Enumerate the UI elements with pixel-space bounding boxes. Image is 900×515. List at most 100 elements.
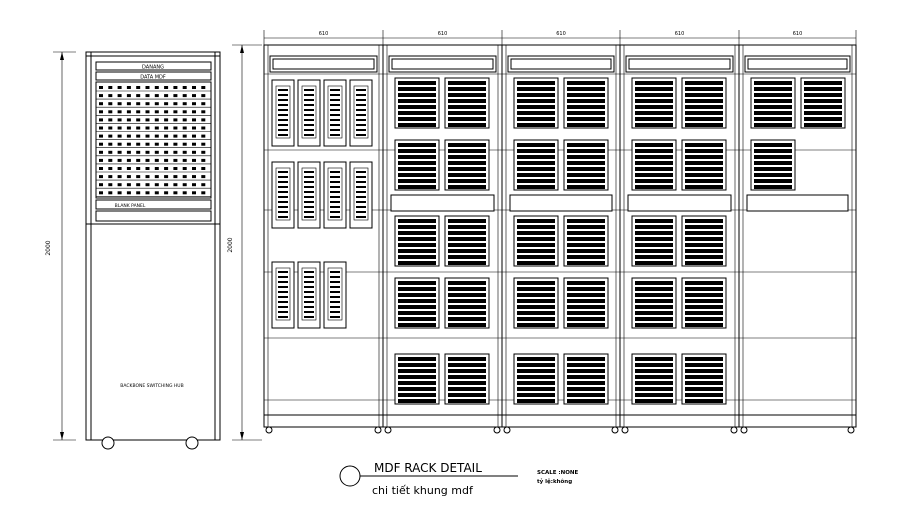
patch-port xyxy=(192,134,196,138)
patch-port xyxy=(108,126,113,130)
switch-module-face xyxy=(301,267,317,321)
device-slot xyxy=(567,143,605,147)
device-slot xyxy=(635,363,673,367)
patch-port xyxy=(192,102,196,106)
device-slot xyxy=(567,155,605,159)
device-slot xyxy=(398,185,436,189)
device-slot xyxy=(398,81,436,85)
switch-module-face xyxy=(275,85,291,139)
device-slot xyxy=(398,105,436,109)
device-slot xyxy=(398,299,436,303)
patch-port xyxy=(126,175,131,179)
patch-port xyxy=(117,126,122,130)
patch-port xyxy=(154,94,159,98)
device-slot xyxy=(685,281,723,285)
module-port xyxy=(356,99,366,101)
device-slot xyxy=(567,375,605,379)
module-port xyxy=(330,271,340,273)
module-port xyxy=(330,281,340,283)
device-slot xyxy=(517,381,555,385)
patch-port xyxy=(164,183,169,187)
module-port xyxy=(304,186,314,188)
device-slot xyxy=(517,393,555,397)
patch-port xyxy=(201,167,206,170)
device-slot xyxy=(398,179,436,183)
scale-label: SCALE :NONE xyxy=(537,470,579,476)
device-slot xyxy=(635,249,673,253)
device-slot xyxy=(685,173,723,177)
patch-port xyxy=(136,183,141,187)
patch-port xyxy=(164,142,169,146)
module-port xyxy=(278,99,288,101)
patch-port xyxy=(173,118,178,122)
device-slot xyxy=(567,167,605,171)
device-slot xyxy=(517,219,555,223)
device-slot xyxy=(685,381,723,385)
device-slot xyxy=(567,99,605,103)
module-port xyxy=(278,301,288,303)
device-slot xyxy=(448,323,486,327)
patch-port xyxy=(99,167,103,170)
device-slot xyxy=(448,87,486,91)
module-port xyxy=(356,181,366,183)
device-slot xyxy=(685,179,723,183)
module-port xyxy=(304,196,314,198)
patch-port xyxy=(126,110,131,114)
device-slot xyxy=(685,261,723,265)
patch-port xyxy=(99,102,103,106)
device-slot xyxy=(398,317,436,321)
switch-module-face xyxy=(301,85,317,139)
device-slot xyxy=(398,293,436,297)
bay-foot xyxy=(740,426,748,434)
switch-module xyxy=(349,79,373,147)
module-port xyxy=(278,316,288,318)
patch-port xyxy=(145,142,150,146)
patch-port xyxy=(108,118,113,122)
bay-width-label: 610 xyxy=(556,31,566,37)
device-slot xyxy=(754,173,792,177)
device-slot xyxy=(517,249,555,253)
device-slot xyxy=(635,81,673,85)
patch-port xyxy=(201,150,206,154)
patch-port xyxy=(117,94,122,98)
module-port xyxy=(304,286,314,288)
patch-port xyxy=(164,126,169,130)
patch-port xyxy=(154,150,159,154)
device-slot xyxy=(517,375,555,379)
device-slot xyxy=(398,237,436,241)
module-port xyxy=(278,181,288,183)
module-port xyxy=(304,311,314,313)
patch-port xyxy=(192,118,196,122)
module-port xyxy=(278,271,288,273)
patch-port xyxy=(192,142,196,146)
device-slot xyxy=(635,261,673,265)
module-port xyxy=(278,109,288,111)
device-slot xyxy=(635,123,673,127)
device-slot xyxy=(567,81,605,85)
device-slot xyxy=(398,249,436,253)
bay-frames xyxy=(263,44,857,434)
device-slot xyxy=(517,117,555,121)
module-port xyxy=(278,296,288,298)
switch-module xyxy=(271,161,295,229)
patch-port xyxy=(154,86,159,89)
cable-tray-panel xyxy=(627,194,732,212)
module-port xyxy=(304,316,314,318)
device-slot xyxy=(754,161,792,165)
device-slot xyxy=(517,261,555,265)
device-slot xyxy=(398,399,436,403)
device-slot xyxy=(398,155,436,159)
bay-width-label: 610 xyxy=(438,31,448,37)
module-port xyxy=(304,306,314,308)
bay-foot xyxy=(374,426,382,434)
patch-port xyxy=(117,142,122,146)
patch-port xyxy=(136,134,141,138)
patch-port xyxy=(192,110,196,114)
patch-port xyxy=(99,110,103,114)
device-slot xyxy=(635,255,673,259)
patch-port xyxy=(164,175,169,179)
module-port xyxy=(330,176,340,178)
patch-port xyxy=(126,86,131,89)
patch-port xyxy=(99,175,103,179)
patch-port xyxy=(99,118,103,122)
